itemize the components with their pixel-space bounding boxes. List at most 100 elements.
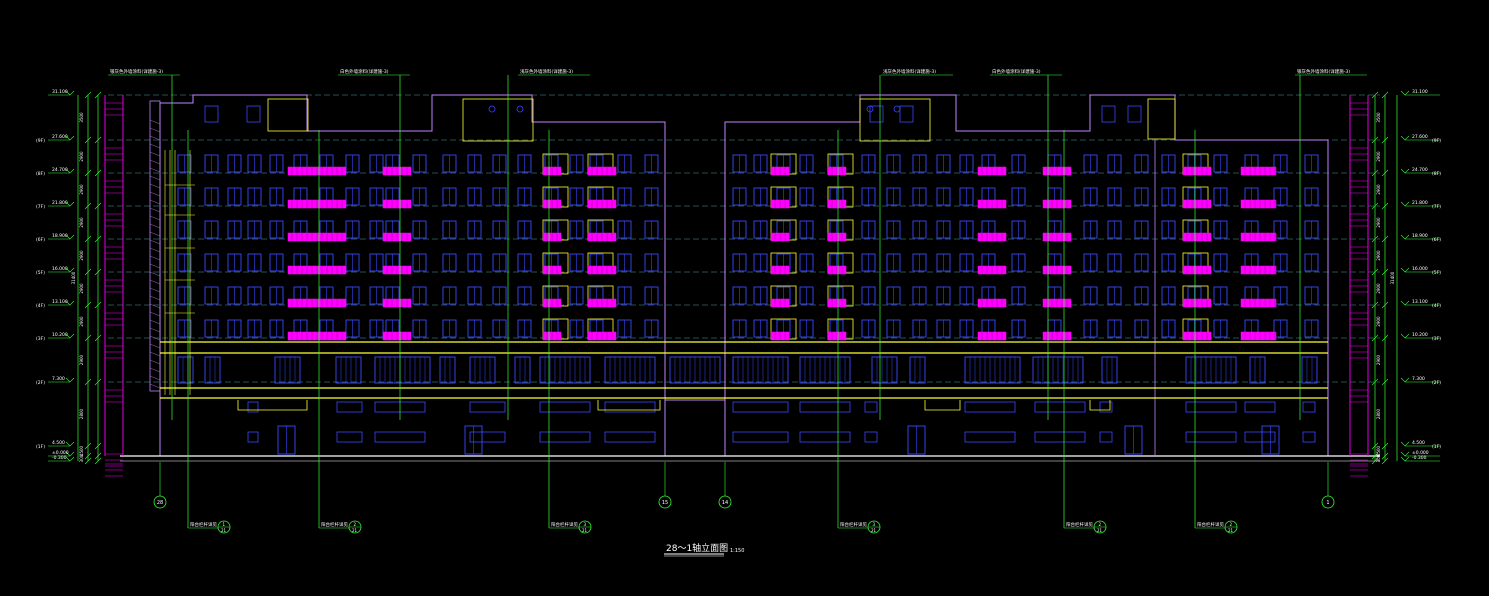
window (1134, 220, 1149, 239)
shop-window-frame (439, 356, 456, 384)
window (1011, 154, 1026, 173)
floor-tag: (6F) (36, 237, 45, 243)
roof-window (1101, 105, 1116, 123)
level-triangle (1400, 90, 1410, 96)
balcony-rail (1240, 298, 1277, 308)
dim-tick (1381, 169, 1389, 177)
building-outline-path (159, 94, 1329, 456)
window (369, 154, 384, 173)
window (412, 220, 427, 239)
ground-window (1099, 431, 1113, 443)
shop-window-frame (1249, 356, 1266, 384)
window (644, 319, 659, 338)
window (1304, 187, 1319, 206)
balcony-group (287, 166, 1277, 341)
dim-value: 2900 (79, 184, 84, 195)
roof-window (899, 105, 914, 123)
shop-window (669, 356, 721, 384)
window (345, 319, 360, 338)
window (912, 319, 927, 338)
dim-tick (1371, 334, 1379, 342)
callout-text: 阳台栏杆详见 (190, 521, 217, 528)
window (1273, 220, 1288, 239)
floor-tag: (3F) (36, 336, 45, 342)
window (617, 154, 632, 173)
dim-tick (1381, 202, 1389, 210)
dim-tick (1371, 91, 1379, 99)
shop-window-frame (177, 356, 194, 384)
callout-text: 阳台栏杆详见 (1066, 521, 1093, 528)
dim-tick (1381, 457, 1389, 465)
window (369, 187, 384, 206)
floor-tag: (7F) (1432, 204, 1441, 210)
window (861, 286, 876, 305)
shop-window-frame (469, 356, 496, 384)
window (753, 187, 768, 206)
shop-window-frame (964, 356, 1021, 384)
top-annotation-text: 白色外墙涂料(详建施-3) (992, 68, 1041, 75)
level-triangle (1400, 168, 1410, 174)
stair-hatch (149, 247, 161, 253)
stair-hatch (149, 135, 161, 141)
window (1304, 220, 1319, 239)
ground-window (374, 431, 426, 443)
window (412, 253, 427, 272)
window (1161, 187, 1176, 206)
shop-window (1249, 356, 1266, 384)
canopy (597, 400, 661, 411)
shop-window (799, 356, 851, 384)
dim-value: 2900 (1376, 217, 1381, 228)
dim-value: 2800 (79, 408, 84, 419)
window (569, 154, 584, 173)
window (959, 319, 974, 338)
overall-dim-value: 31400 (71, 271, 76, 284)
dim-tick (84, 235, 92, 243)
window (936, 154, 951, 173)
dim-tick (84, 91, 92, 99)
floor-tag: (8F) (36, 171, 45, 177)
window (1273, 154, 1288, 173)
floor-bands (160, 150, 1328, 411)
window (861, 187, 876, 206)
stair-hatch (149, 119, 161, 125)
window (1213, 286, 1228, 305)
window (227, 220, 242, 239)
stair-hatch (149, 143, 161, 149)
window (467, 187, 482, 206)
drawing-title: 28～1轴立面图 (666, 542, 728, 554)
stair-hatch (149, 231, 161, 237)
axis-bubble (1321, 495, 1335, 509)
floor-tag: (9F) (1432, 138, 1441, 144)
window (269, 253, 284, 272)
drawing-title-block: 28～1轴立面图 1:150 (664, 542, 744, 557)
top-annotation-text: 银灰色外墙涂料(详建施-3) (110, 68, 163, 75)
ground-window (1244, 431, 1276, 443)
floor-tag: (4F) (36, 303, 45, 309)
floor-tag: (4F) (1432, 303, 1441, 309)
window (269, 220, 284, 239)
window (345, 253, 360, 272)
dim-tick (1371, 301, 1379, 309)
level-value: 24.700 (52, 167, 68, 173)
floor-tag: (5F) (36, 270, 45, 276)
level-triangle (1400, 234, 1410, 240)
window (1304, 319, 1319, 338)
window (644, 286, 659, 305)
roof-window (869, 105, 884, 123)
ground-window (1034, 401, 1086, 413)
window (177, 154, 192, 173)
callout-text: 阳台栏杆详见 (840, 521, 867, 528)
level-triangle (1400, 201, 1410, 207)
window (912, 253, 927, 272)
ground-window (864, 401, 878, 413)
stair-hatch (149, 271, 161, 277)
window (959, 286, 974, 305)
window (732, 319, 747, 338)
dim-tick (94, 91, 102, 99)
window (732, 220, 747, 239)
window (442, 286, 457, 305)
stair-hatch (149, 359, 161, 365)
window (177, 220, 192, 239)
stair-hatch (149, 167, 161, 173)
dim-tick (1371, 268, 1379, 276)
